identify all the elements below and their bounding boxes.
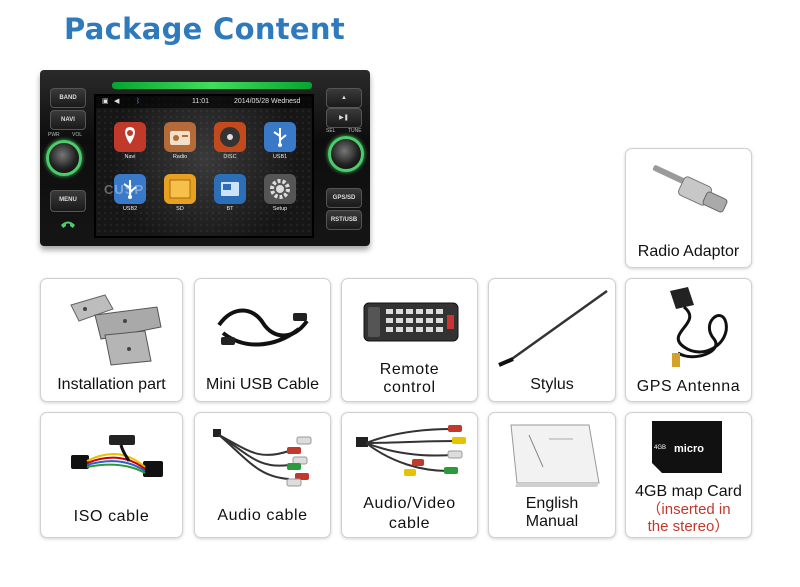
stylus-card: Stylus	[488, 278, 616, 402]
navi-app-icon	[114, 122, 146, 152]
map-card-label: 4GB map Card	[635, 483, 742, 500]
manual-label-line2: Manual	[525, 513, 579, 530]
manual-label-line1: English	[525, 495, 579, 512]
radio-adaptor-card: Radio Adaptor	[625, 148, 752, 268]
sel-label: SEL	[326, 128, 336, 134]
radio-app-label: Radio	[172, 154, 188, 160]
map-card-note-line2: the stereo）	[647, 518, 730, 535]
disc-app-label: DISC	[223, 154, 237, 160]
tune-knob	[328, 136, 364, 172]
audio-cable-card: Audio cable	[194, 412, 331, 538]
micro-sd-brand: micro	[674, 443, 704, 455]
av-cable-image	[352, 419, 470, 490]
navi-app-label: Navi	[124, 154, 136, 160]
installation-part-image	[65, 287, 165, 372]
stereo-screen: ▣ ◀ ᛒ 11:01 2014/05/28 Wednesd Navi Radi…	[94, 94, 314, 238]
eject-button: ▲	[326, 88, 362, 108]
remote-control-label-line1: Remote	[379, 361, 440, 378]
iso-cable-image	[67, 431, 167, 490]
setup-app-icon	[264, 174, 296, 204]
av-cable-label-line1: Audio/Video	[363, 495, 456, 512]
usb2-app-label: USB2	[122, 206, 138, 212]
remote-control-image	[362, 301, 460, 348]
setup-app-label: Setup	[272, 206, 288, 212]
installation-part-card: Installation part	[40, 278, 183, 402]
mini-usb-cable-label: Mini USB Cable	[206, 376, 319, 393]
micro-sd-size: 4GB	[654, 445, 667, 451]
rst-usb-button: RST/USB	[326, 210, 362, 230]
micro-sd-card-image: 4GB micro	[650, 419, 724, 475]
bluetooth-icon: ᛒ	[136, 98, 141, 105]
av-cable-card: Audio/Video cable	[341, 412, 478, 538]
vol-label: VOL	[72, 132, 83, 138]
screen-date: 2014/05/28 Wednesd	[234, 98, 301, 105]
menu-button: MENU	[50, 190, 86, 212]
volume-knob	[46, 140, 82, 176]
disc-app-icon	[214, 122, 246, 152]
audio-cable-label: Audio cable	[217, 507, 308, 524]
english-manual-card: English Manual	[488, 412, 616, 538]
bt-app-icon	[214, 174, 246, 204]
stylus-label: Stylus	[530, 376, 574, 393]
manual-image	[503, 419, 603, 494]
iso-cable-card: ISO cable	[40, 412, 183, 538]
car-stereo-head-unit: BAND NAVI PWR VOL MENU ▲ ▶❚ SEL TUNE GPS…	[40, 70, 370, 246]
map-card-note-line1: （inserted in	[646, 501, 731, 518]
tune-label: TUNE	[348, 128, 362, 134]
usb1-app-icon	[264, 122, 296, 152]
band-button: BAND	[50, 88, 86, 108]
radio-app-icon	[164, 122, 196, 152]
sd-app-icon	[164, 174, 196, 204]
radio-adaptor-image	[648, 161, 732, 226]
mini-usb-cable-image	[213, 299, 313, 358]
screen-status-bar: ▣ ◀ ᛒ 11:01 2014/05/28 Wednesd	[96, 96, 312, 108]
map-card-card: 4GB micro 4GB map Card （inserted in the …	[625, 412, 752, 538]
screen-time: 11:01	[192, 98, 209, 105]
av-cable-label-line2: cable	[388, 515, 431, 532]
disc-slot-light	[112, 82, 312, 89]
mini-usb-cable-card: Mini USB Cable	[194, 278, 331, 402]
remote-control-card: Remote control	[341, 278, 478, 402]
home-icon: ▣	[102, 98, 109, 105]
remote-control-label-line2: control	[383, 379, 436, 396]
gps-antenna-card: GPS Antenna	[625, 278, 752, 402]
audio-cable-image	[209, 421, 319, 500]
pwr-label: PWR	[48, 132, 60, 138]
gps-antenna-image	[644, 283, 740, 376]
gps-sd-button: GPS/SD	[326, 188, 362, 208]
gps-antenna-label: GPS Antenna	[636, 378, 741, 395]
play-pause-button: ▶❚	[326, 108, 362, 128]
usb2-app-icon	[114, 174, 146, 204]
sd-app-label: SD	[176, 206, 184, 212]
installation-part-label: Installation part	[57, 376, 166, 393]
usb1-app-label: USB1	[272, 154, 288, 160]
bt-app-label: BT	[226, 206, 234, 212]
navi-button: NAVI	[50, 110, 86, 130]
screen-watermark: CUSP	[104, 182, 145, 197]
iso-cable-label: ISO cable	[73, 508, 150, 525]
radio-adaptor-label: Radio Adaptor	[637, 243, 740, 260]
phone-icon	[58, 216, 78, 230]
stylus-image	[495, 285, 611, 374]
page-title: Package Content	[64, 12, 346, 46]
speaker-icon: ◀	[114, 98, 120, 105]
